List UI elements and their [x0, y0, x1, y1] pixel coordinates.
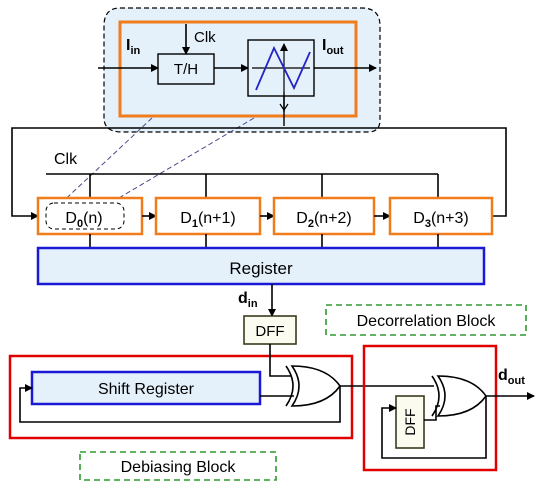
stage-label-2: D2(n+2) — [296, 210, 351, 230]
zoom-line-left — [55, 117, 153, 209]
shift-feedback-wire — [19, 384, 341, 423]
zigzag-wave-icon — [255, 45, 311, 91]
debiasing-block-label: Debiasing Block — [121, 459, 237, 476]
dff-label: DFF — [255, 323, 284, 340]
stage-box-1 — [154, 196, 262, 236]
iout-label: Iout — [322, 37, 344, 57]
stage-label-1: D1(n+1) — [180, 210, 235, 230]
feedback-dff-box — [395, 395, 425, 449]
stage-label-3: D3(n+3) — [413, 210, 468, 230]
stage-box-2 — [272, 196, 376, 236]
register-box — [36, 246, 486, 286]
debiasing-red-box — [8, 354, 354, 440]
track-hold-cell-box — [118, 20, 358, 118]
stage-box-3 — [388, 196, 494, 236]
debiasing-block-tag — [79, 451, 277, 481]
register-label: Register — [229, 259, 293, 278]
shift-register-label: Shift Register — [98, 381, 195, 398]
xor-gate-1 — [285, 365, 341, 407]
iin-label: Iin — [126, 37, 141, 57]
dff-feedback-in-wire — [381, 396, 487, 459]
inset-clock-label: Clk — [194, 29, 216, 46]
track-hold-box — [157, 53, 215, 85]
stage-label-0: D0(n) — [65, 210, 102, 230]
din-label: din — [238, 290, 258, 310]
zoom-line-right — [101, 117, 255, 209]
feedback-dff-label: DFF — [402, 408, 418, 435]
track-hold-label: T/H — [174, 61, 198, 78]
chain-clock-label: Clk — [54, 151, 78, 168]
decorrelation-block-label: Decorrelation Block — [357, 313, 497, 330]
decorrelation-block-tag — [325, 304, 527, 336]
output-red-box — [362, 344, 498, 472]
dout-label: dout — [498, 367, 525, 387]
stage-box-0-inner — [45, 202, 125, 230]
dff-to-xor-wire — [269, 344, 292, 377]
dff-to-xor2-wire — [424, 405, 440, 421]
feedback-loop-wire — [11, 127, 507, 220]
xor-gate-2 — [431, 375, 487, 417]
